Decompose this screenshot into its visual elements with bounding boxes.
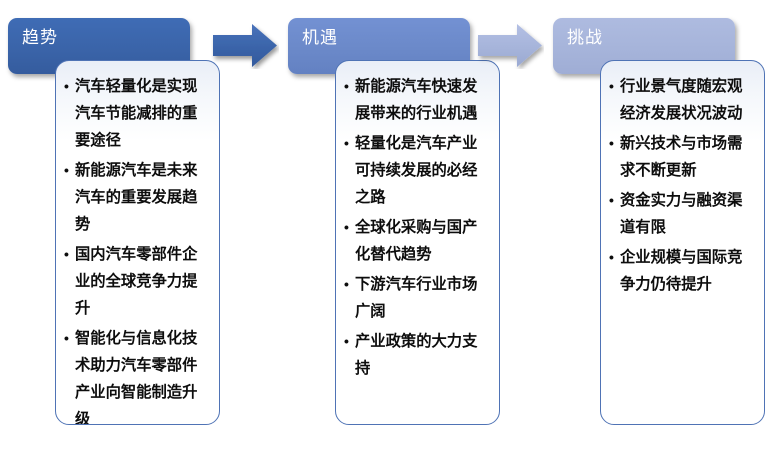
- arrow-right-icon-opportunities-to-challenges: [476, 22, 544, 69]
- list-item: 企业规模与国际竞争力仍待提升: [609, 244, 756, 298]
- list-item: 轻量化是汽车产业可持续发展的必经之路: [344, 130, 491, 211]
- list-item: 资金实力与融资渠道有限: [609, 187, 756, 241]
- list-item: 行业景气度随宏观经济发展状况波动: [609, 73, 756, 127]
- bullet-list-opportunities: 新能源汽车快速发展带来的行业机遇 轻量化是汽车产业可持续发展的必经之路 全球化采…: [344, 73, 491, 382]
- list-item: 新能源汽车快速发展带来的行业机遇: [344, 73, 491, 127]
- list-item: 全球化采购与国产化替代趋势: [344, 214, 491, 268]
- list-item: 下游汽车行业市场广阔: [344, 271, 491, 325]
- list-item: 国内汽车零部件企业的全球竞争力提升: [64, 241, 211, 322]
- list-item: 新兴技术与市场需求不断更新: [609, 130, 756, 184]
- list-item: 智能化与信息化技术助力汽车零部件产业向智能制造升级: [64, 325, 211, 424]
- stage-card-trends: 汽车轻量化是实现汽车节能减排的重要途径 新能源汽车是未来汽车的重要发展趋势 国内…: [55, 60, 220, 425]
- bullet-list-trends: 汽车轻量化是实现汽车节能减排的重要途径 新能源汽车是未来汽车的重要发展趋势 国内…: [64, 73, 211, 424]
- list-item: 新能源汽车是未来汽车的重要发展趋势: [64, 157, 211, 238]
- list-item: 产业政策的大力支持: [344, 328, 491, 382]
- arrow-right-icon-trends-to-opportunities: [211, 22, 279, 69]
- stage-card-opportunities: 新能源汽车快速发展带来的行业机遇 轻量化是汽车产业可持续发展的必经之路 全球化采…: [335, 60, 500, 425]
- list-item: 汽车轻量化是实现汽车节能减排的重要途径: [64, 73, 211, 154]
- bullet-list-challenges: 行业景气度随宏观经济发展状况波动 新兴技术与市场需求不断更新 资金实力与融资渠道…: [609, 73, 756, 298]
- stage-card-challenges: 行业景气度随宏观经济发展状况波动 新兴技术与市场需求不断更新 资金实力与融资渠道…: [600, 60, 765, 425]
